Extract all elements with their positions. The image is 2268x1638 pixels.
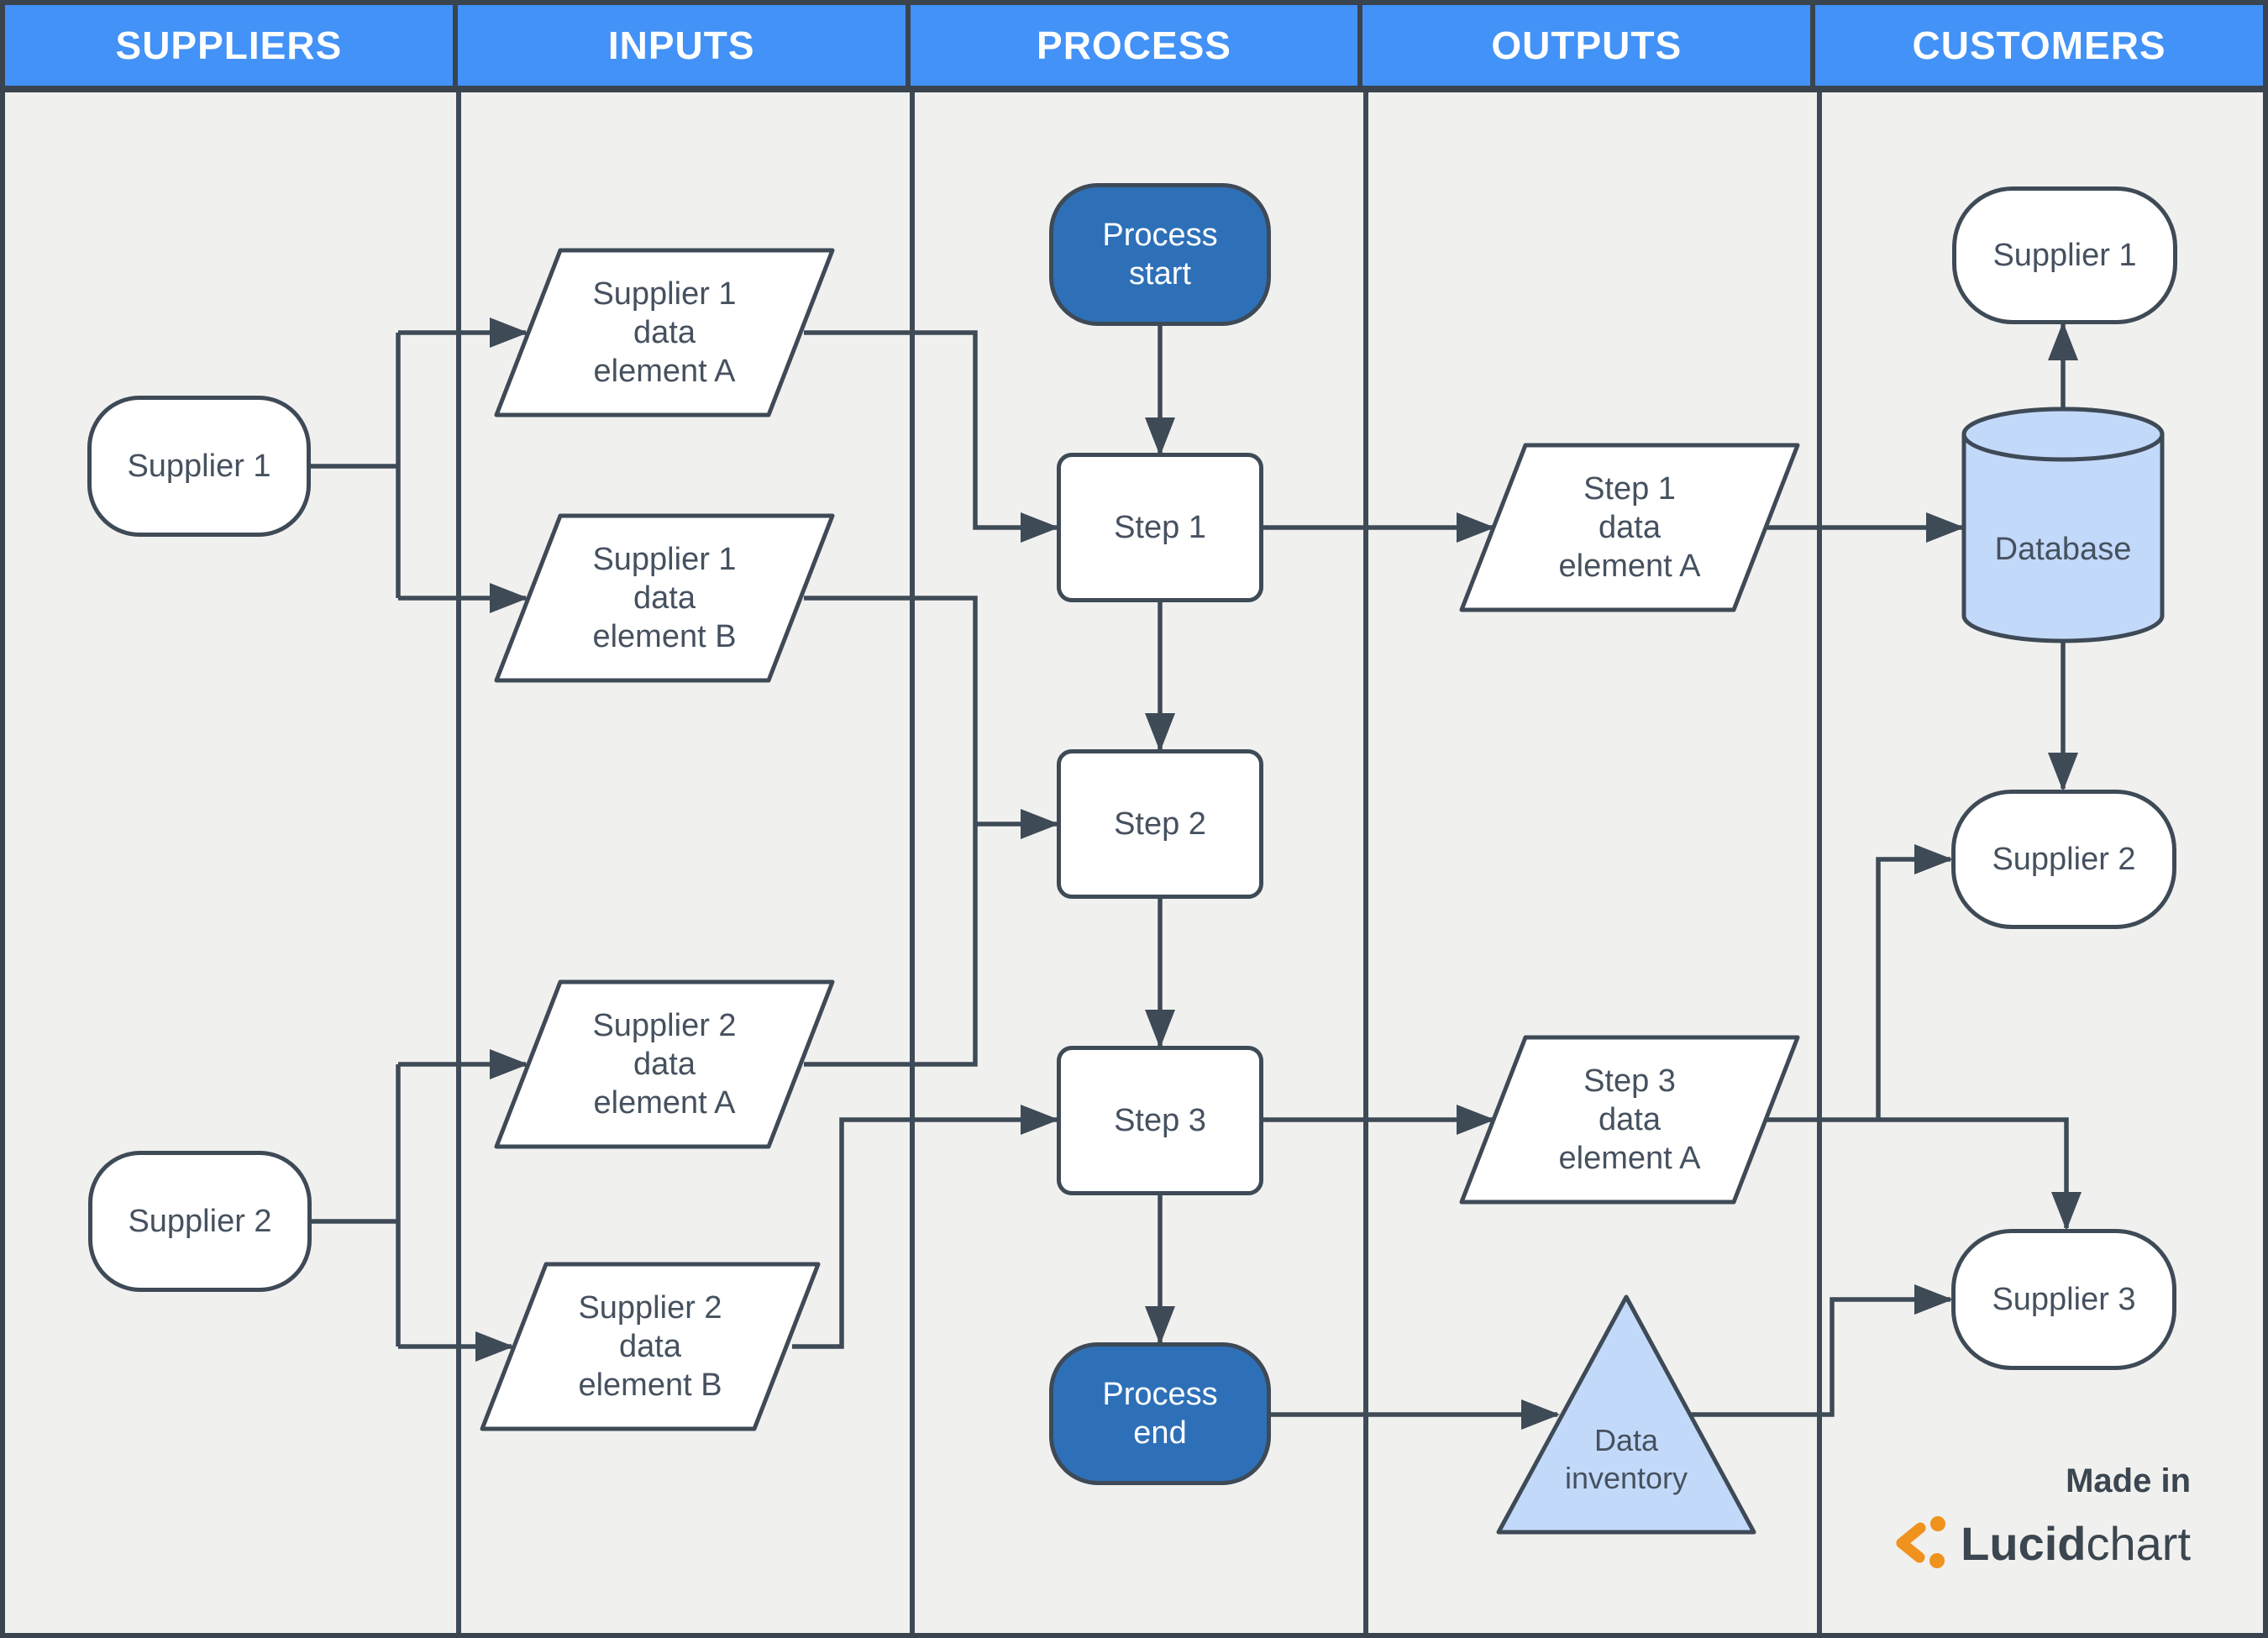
lucidchart-branding: Made in Lucidchart xyxy=(1890,1462,2191,1572)
node-label-line: element A xyxy=(593,1085,736,1121)
connector-s1b-s2a-trunk xyxy=(804,596,978,1067)
node-label: Database xyxy=(1994,532,2132,567)
node-process-end: Process end xyxy=(1049,1342,1271,1485)
node-label: Supplier 2 xyxy=(128,1204,272,1239)
lane-header-suppliers: SUPPLIERS xyxy=(5,5,458,86)
node-label-line: element A xyxy=(593,354,736,389)
connector-out3a-to-supplier2 xyxy=(1876,844,1953,1120)
node-label-line: Supplier 1 xyxy=(592,542,737,577)
node-customer-supplier-3: Supplier 3 xyxy=(1951,1229,2176,1370)
node-label-line: Step 3 xyxy=(1583,1063,1676,1099)
node-supplier-1: Supplier 1 xyxy=(87,396,311,537)
parallelogram-shape xyxy=(494,979,835,1149)
lane-header-inputs: INPUTS xyxy=(457,5,911,86)
node-customer-supplier-1: Supplier 1 xyxy=(1952,186,2177,324)
node-step-1: Step 1 xyxy=(1057,453,1263,602)
parallelogram-shape xyxy=(494,248,835,417)
node-label-line: Supplier 2 xyxy=(578,1290,722,1326)
node-label: Supplier 1 xyxy=(1992,238,2137,273)
node-label-line: data xyxy=(633,580,696,616)
node-label: Supplier 1 xyxy=(127,449,271,484)
lucidchart-wordmark: Lucidchart xyxy=(1961,1516,2191,1571)
made-in-text: Made in xyxy=(2066,1462,2191,1499)
connector-supplier1-branch xyxy=(311,333,401,598)
node-data-inventory: Data inventory xyxy=(1495,1293,1757,1536)
node-label-line: Step 1 xyxy=(1583,471,1676,507)
lane-header-label: OUTPUTS xyxy=(1491,24,1683,67)
node-label-line: Supplier 1 xyxy=(592,276,737,312)
node-label: Supplier 3 xyxy=(1992,1282,2136,1317)
node-label: Supplier 2 xyxy=(1992,842,2136,877)
node-process-start: Process start xyxy=(1049,183,1271,326)
node-label-line: data xyxy=(1599,1102,1661,1137)
lane-header-process: PROCESS xyxy=(910,5,1363,86)
swimlane-header-row: SUPPLIERS INPUTS PROCESS OUTPUTS CUSTOME… xyxy=(5,5,2263,92)
parallelogram-shape xyxy=(1459,1035,1800,1205)
wordmark-light: chart xyxy=(2086,1516,2192,1570)
lane-divider-1 xyxy=(456,5,461,1633)
lane-header-label: PROCESS xyxy=(1037,24,1231,67)
node-supplier-2: Supplier 2 xyxy=(88,1151,312,1292)
node-label-line: data xyxy=(619,1329,681,1364)
node-label-line: Data xyxy=(1593,1422,1659,1457)
lane-divider-4 xyxy=(1817,5,1822,1633)
node-step-2: Step 2 xyxy=(1057,749,1263,899)
lane-header-label: INPUTS xyxy=(607,24,755,67)
node-label: Step 2 xyxy=(1114,806,1206,842)
lane-header-customers: CUSTOMERS xyxy=(1815,5,2263,86)
node-label-line: data xyxy=(633,1047,696,1082)
lucidchart-logo-icon xyxy=(1896,1516,1946,1568)
connector-supplier2-branch xyxy=(311,1064,401,1347)
lane-header-outputs: OUTPUTS xyxy=(1362,5,1816,86)
node-label-line: element B xyxy=(592,619,737,654)
node-label-line: inventory xyxy=(1564,1460,1688,1495)
parallelogram-shape xyxy=(494,513,835,683)
lane-divider-3 xyxy=(1363,5,1368,1633)
connector-s1a-to-step1 xyxy=(804,330,1059,543)
node-label-line: element A xyxy=(1558,1141,1701,1176)
connector-out3a-to-supplier3 xyxy=(1761,1117,2082,1231)
connector-inventory-to-supplier3 xyxy=(1689,1284,1953,1417)
node-database: Database xyxy=(1961,407,2165,643)
triangle-shape xyxy=(1496,1294,1756,1535)
cylinder-shape xyxy=(1961,407,2165,643)
node-label-line: Process xyxy=(1102,1377,1218,1412)
node-label: Step 1 xyxy=(1114,510,1206,545)
lane-header-label: CUSTOMERS xyxy=(1912,24,2166,67)
node-label-line: Supplier 2 xyxy=(592,1008,737,1043)
parallelogram-shape xyxy=(480,1262,821,1431)
node-label-line: data xyxy=(633,315,696,350)
node-label-line: data xyxy=(1599,510,1661,545)
node-customer-supplier-2: Supplier 2 xyxy=(1951,790,2176,929)
node-label-line: element A xyxy=(1558,549,1701,584)
node-step-3: Step 3 xyxy=(1057,1046,1263,1195)
connector-s2b-to-step3 xyxy=(792,1105,1059,1349)
parallelogram-shape xyxy=(1459,443,1800,612)
node-label-line: element B xyxy=(578,1368,722,1403)
lane-divider-2 xyxy=(910,5,915,1633)
node-label-line: end xyxy=(1133,1415,1187,1451)
node-label-line: Process xyxy=(1102,218,1218,253)
node-label-line: start xyxy=(1129,256,1191,291)
lane-header-label: SUPPLIERS xyxy=(115,24,343,67)
node-label: Step 3 xyxy=(1114,1103,1206,1138)
wordmark-bold: Lucid xyxy=(1961,1516,2087,1570)
connector-layer xyxy=(311,318,2082,1430)
